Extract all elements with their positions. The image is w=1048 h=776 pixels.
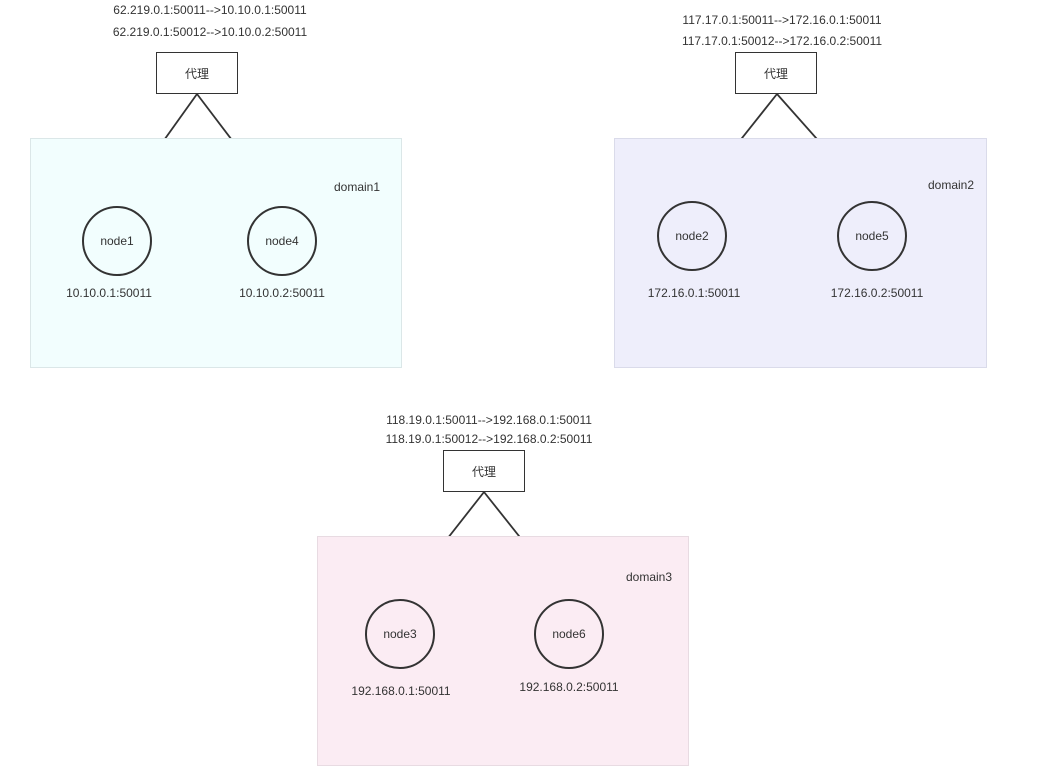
domain3-rule-1: 118.19.0.1:50011-->192.168.0.1:50011 [386,413,592,427]
node6-circle[interactable]: node6 [534,599,604,669]
node6-ip: 192.168.0.2:50011 [519,680,619,694]
node2-circle[interactable]: node2 [657,201,727,271]
node4-circle[interactable]: node4 [247,206,317,276]
node2-ip: 172.16.0.1:50011 [647,286,741,300]
domain2-proxy-box[interactable]: 代理 [735,52,817,94]
node3-ip: 192.168.0.1:50011 [351,684,451,698]
node5-ip: 172.16.0.2:50011 [830,286,924,300]
domain2-rule-2: 117.17.0.1:50012-->172.16.0.2:50011 [681,34,883,48]
node1-ip: 10.10.0.1:50011 [66,286,152,300]
domain1-rule-1: 62.219.0.1:50011-->10.10.0.1:50011 [113,3,307,17]
node3-circle[interactable]: node3 [365,599,435,669]
domain2-label: domain2 [928,178,975,192]
node4-ip: 10.10.0.2:50011 [239,286,325,300]
node1-circle[interactable]: node1 [82,206,152,276]
domain3-rule-2: 118.19.0.1:50012-->192.168.0.2:50011 [385,432,593,446]
node5-circle[interactable]: node5 [837,201,907,271]
domain3-label: domain3 [626,570,673,584]
domain1-label: domain1 [334,180,381,194]
domain3-proxy-box[interactable]: 代理 [443,450,525,492]
domain2-rule-1: 117.17.0.1:50011-->172.16.0.1:50011 [682,13,882,27]
domain1-proxy-box[interactable]: 代理 [156,52,238,94]
domain1-rule-2: 62.219.0.1:50012-->10.10.0.2:50011 [112,25,308,39]
